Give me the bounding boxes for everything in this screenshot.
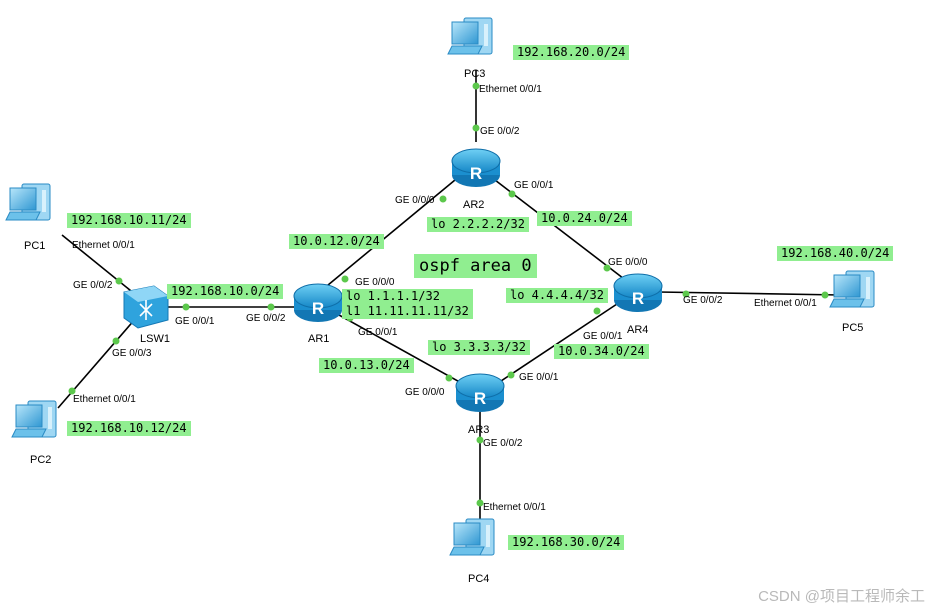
ar2-ge001-label: GE 0/0/1	[514, 180, 554, 191]
router-glyph: R	[474, 389, 486, 408]
ar4-lo-tag: lo 4.4.4.4/32	[506, 288, 608, 303]
router-glyph: R	[312, 299, 324, 318]
lsw1-ge001-label: GE 0/0/1	[175, 316, 215, 327]
ar3-device[interactable]: R	[455, 373, 505, 412]
net-lan10-tag: 192.168.10.0/24	[167, 284, 284, 299]
pc-icon	[5, 183, 51, 221]
ar3-lo-tag: lo 3.3.3.3/32	[428, 340, 530, 355]
pc3-eth-label: Ethernet 0/0/1	[479, 84, 542, 95]
ar4-label: AR4	[627, 324, 648, 336]
ar1-lo1: l1 11.11.11.11/32	[346, 304, 469, 318]
ar2-ge002-label: GE 0/0/2	[480, 126, 520, 137]
port-dot	[439, 195, 447, 203]
net-13-tag: 10.0.13.0/24	[319, 358, 414, 373]
port-dot	[476, 436, 484, 444]
port-dot	[508, 190, 516, 198]
router-glyph: R	[470, 164, 482, 183]
pc1-ip-tag: 192.168.10.11/24	[67, 213, 191, 228]
pc4-eth-label: Ethernet 0/0/1	[483, 502, 546, 513]
port-dot	[445, 374, 453, 382]
port-dot	[472, 82, 480, 90]
port-dot	[603, 264, 611, 272]
ar1-ge000-label: GE 0/0/0	[355, 277, 395, 288]
net-34-tag: 10.0.34.0/24	[554, 344, 649, 359]
ar4-ge001-label: GE 0/0/1	[583, 331, 623, 342]
pc4-label: PC4	[468, 573, 489, 585]
ar3-ge000-label: GE 0/0/0	[405, 387, 445, 398]
ar3-ge002-label: GE 0/0/2	[483, 438, 523, 449]
ar2-label: AR2	[463, 199, 484, 211]
net-pc4-tag: 192.168.30.0/24	[508, 535, 625, 550]
link-ar3-ar4	[494, 301, 621, 386]
link-ar2-ar1	[321, 179, 456, 291]
ar4-device[interactable]: R	[613, 273, 663, 312]
ar1-label: AR1	[308, 333, 329, 345]
port-dot	[472, 124, 480, 132]
ar1-loopback-tag: lo 1.1.1.1/32 l1 11.11.11.11/32	[342, 289, 473, 319]
link-ar1-ar3	[329, 309, 466, 386]
lsw1-device[interactable]	[123, 285, 169, 329]
port-dot	[821, 291, 829, 299]
port-dot	[68, 387, 76, 395]
pc3-label: PC3	[464, 68, 485, 80]
area-tag: ospf area 0	[414, 254, 537, 278]
ar2-lo-tag: lo 2.2.2.2/32	[427, 217, 529, 232]
lsw1-label: LSW1	[140, 333, 170, 345]
pc2-eth-label: Ethernet 0/0/1	[73, 394, 136, 405]
ar1-ge002-label: GE 0/0/2	[246, 313, 286, 324]
port-dot	[112, 337, 120, 345]
ar4-ge000-label: GE 0/0/0	[608, 257, 648, 268]
pc-icon	[447, 17, 493, 55]
ar1-ge001-label: GE 0/0/1	[358, 327, 398, 338]
ar1-lo0: lo 1.1.1.1/32	[346, 289, 440, 303]
ar2-ge000-label: GE 0/0/0	[395, 195, 435, 206]
port-dot	[115, 277, 123, 285]
lsw1-ge003-label: GE 0/0/3	[112, 348, 152, 359]
pc2-label: PC2	[30, 454, 51, 466]
ar3-label: AR3	[468, 424, 489, 436]
net-24-tag: 10.0.24.0/24	[537, 211, 632, 226]
pc1-label: PC1	[24, 240, 45, 252]
port-dot	[507, 371, 515, 379]
pc-icon	[449, 518, 495, 556]
pc-icon	[11, 400, 57, 438]
net-pc5-tag: 192.168.40.0/24	[777, 246, 894, 261]
pc2-device[interactable]	[11, 400, 57, 438]
pc1-eth-label: Ethernet 0/0/1	[72, 240, 135, 251]
watermark: CSDN @项目工程师余工	[758, 588, 925, 605]
pc2-ip-tag: 192.168.10.12/24	[67, 421, 191, 436]
net-12-tag: 10.0.12.0/24	[289, 234, 384, 249]
ar4-ge002-label: GE 0/0/2	[683, 295, 723, 306]
pc-icon	[829, 270, 875, 308]
ar1-device[interactable]: R	[293, 283, 343, 322]
port-dot	[682, 290, 690, 298]
router-glyph: R	[632, 289, 644, 308]
port-dot	[476, 499, 484, 507]
pc5-eth-label: Ethernet 0/0/1	[754, 298, 817, 309]
port-dot	[182, 303, 190, 311]
pc3-device[interactable]	[447, 17, 493, 55]
pc1-device[interactable]	[5, 183, 51, 221]
port-dot	[593, 307, 601, 315]
ar2-device[interactable]: R	[451, 148, 501, 187]
pc5-device[interactable]	[829, 270, 875, 308]
ar3-ge001-label: GE 0/0/1	[519, 372, 559, 383]
lsw1-ge002-label: GE 0/0/2	[73, 280, 113, 291]
port-dots	[68, 82, 829, 507]
port-dot	[267, 303, 275, 311]
link-pc1-lsw1	[61, 234, 137, 296]
pc4-device[interactable]	[449, 518, 495, 556]
pc5-label: PC5	[842, 322, 863, 334]
net-pc3-tag: 192.168.20.0/24	[513, 45, 630, 60]
port-dot	[341, 275, 349, 283]
